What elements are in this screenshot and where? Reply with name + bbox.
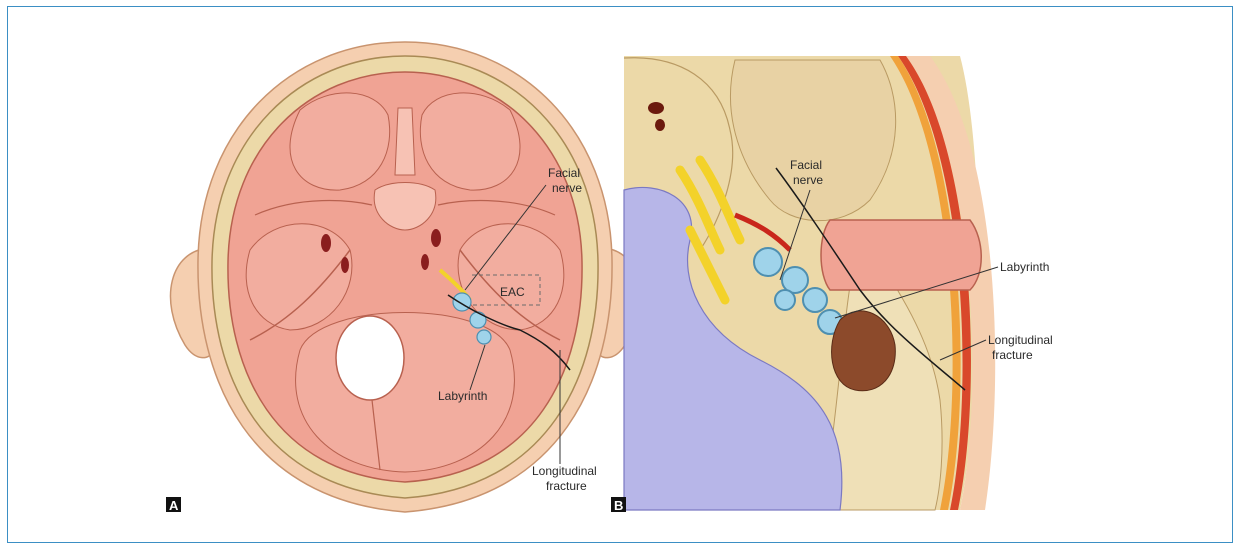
crista-galli — [395, 108, 415, 175]
a-fracture-label-1: Longitudinal — [532, 464, 597, 478]
panel-b-temporal-bone — [624, 56, 995, 510]
foramen-magnum — [336, 316, 404, 400]
a-facial-label-1: Facial — [548, 166, 580, 180]
b-facial-label-2: nerve — [793, 173, 823, 187]
labyrinth-a-3 — [477, 330, 491, 344]
b-foramen-2 — [655, 119, 665, 131]
foramen-right-1 — [431, 229, 441, 247]
b-labyrinth-label: Labyrinth — [1000, 260, 1049, 274]
panel-a-skull-base — [170, 42, 639, 512]
foramen-left-2 — [341, 257, 349, 273]
panel-a-letter: A — [169, 498, 179, 513]
b-fracture-label-2: fracture — [992, 348, 1033, 362]
b-foramen-1 — [648, 102, 664, 114]
a-facial-label-2: nerve — [552, 181, 582, 195]
b-facial-label-1: Facial — [790, 158, 822, 172]
a-fracture-label-2: fracture — [546, 479, 587, 493]
foramen-left-1 — [321, 234, 331, 252]
labyrinth-a-2 — [470, 312, 486, 328]
panel-b-letter: B — [614, 498, 623, 513]
a-eac-label: EAC — [500, 285, 525, 299]
b-fracture-label-1: Longitudinal — [988, 333, 1053, 347]
a-labyrinth-label: Labyrinth — [438, 389, 487, 403]
foramen-right-2 — [421, 254, 429, 270]
